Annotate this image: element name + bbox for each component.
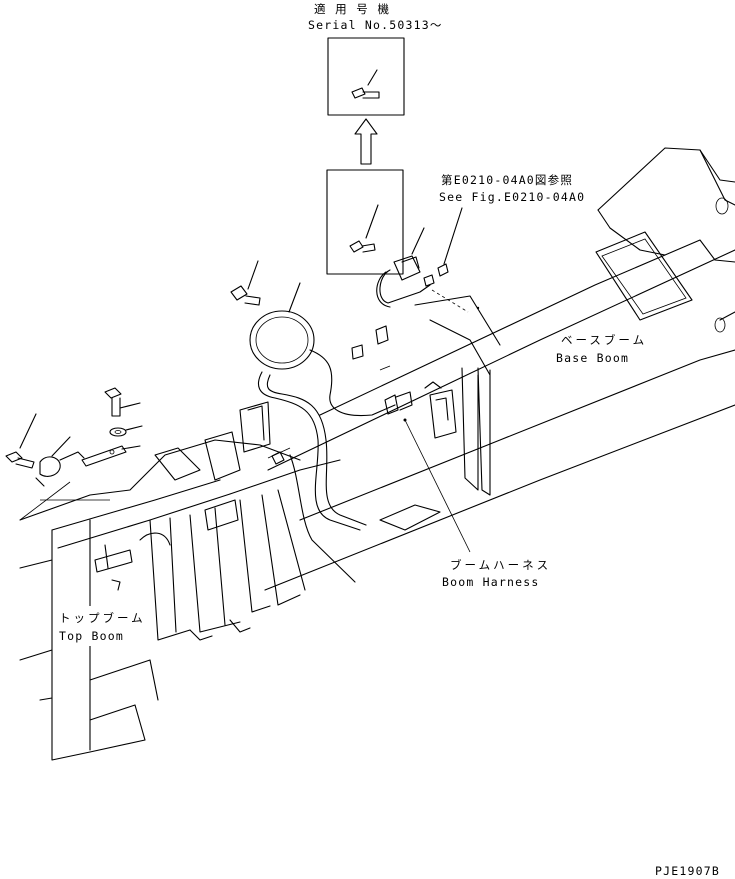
work-lamp-assembly [230,260,413,531]
serial-label-jp: 適 用 号 機 [314,2,392,16]
washer-icon [109,425,143,437]
connector-assembly [376,207,480,313]
base-boom-label-jp: ベースブーム [561,333,647,347]
bolt-icon [104,387,141,417]
cable-clip-icon [35,436,85,487]
boom-harness-leader [404,419,471,553]
lamp-bolt-icon [230,260,261,306]
old-bolt-inset-box [326,169,404,275]
boom-harness-label-en: Boom Harness [442,575,539,589]
top-boom-label-bg [54,606,134,646]
serial-inset: 適 用 号 機 Serial No.50313～ [308,2,443,275]
base-boom [264,147,735,591]
old-bolt-icon [349,204,379,253]
clip-bolt-icon [5,413,37,469]
see-fig-label-en: See Fig.E0210-04A0 [439,190,585,204]
serial-label-en: Serial No.50313～ [308,18,443,32]
base-boom-label-en: Base Boom [556,351,629,365]
top-boom [19,401,356,761]
new-bolt-icon [351,69,380,99]
boom-harness-label-jp: ブームハーネス [450,558,551,572]
see-fig-label-jp: 第E0210-04A0図参照 [441,173,573,187]
new-bolt-inset-box [327,37,405,116]
small-parts [5,387,143,521]
drawing-code: PJE1907B [655,864,720,878]
work-lamp-icon [249,310,315,370]
top-boom-label-en: Top Boom [59,629,124,643]
up-arrow-icon [354,118,378,165]
clamp-plate-icon [81,445,141,467]
top-boom-label-jp: トップブーム [59,611,146,625]
